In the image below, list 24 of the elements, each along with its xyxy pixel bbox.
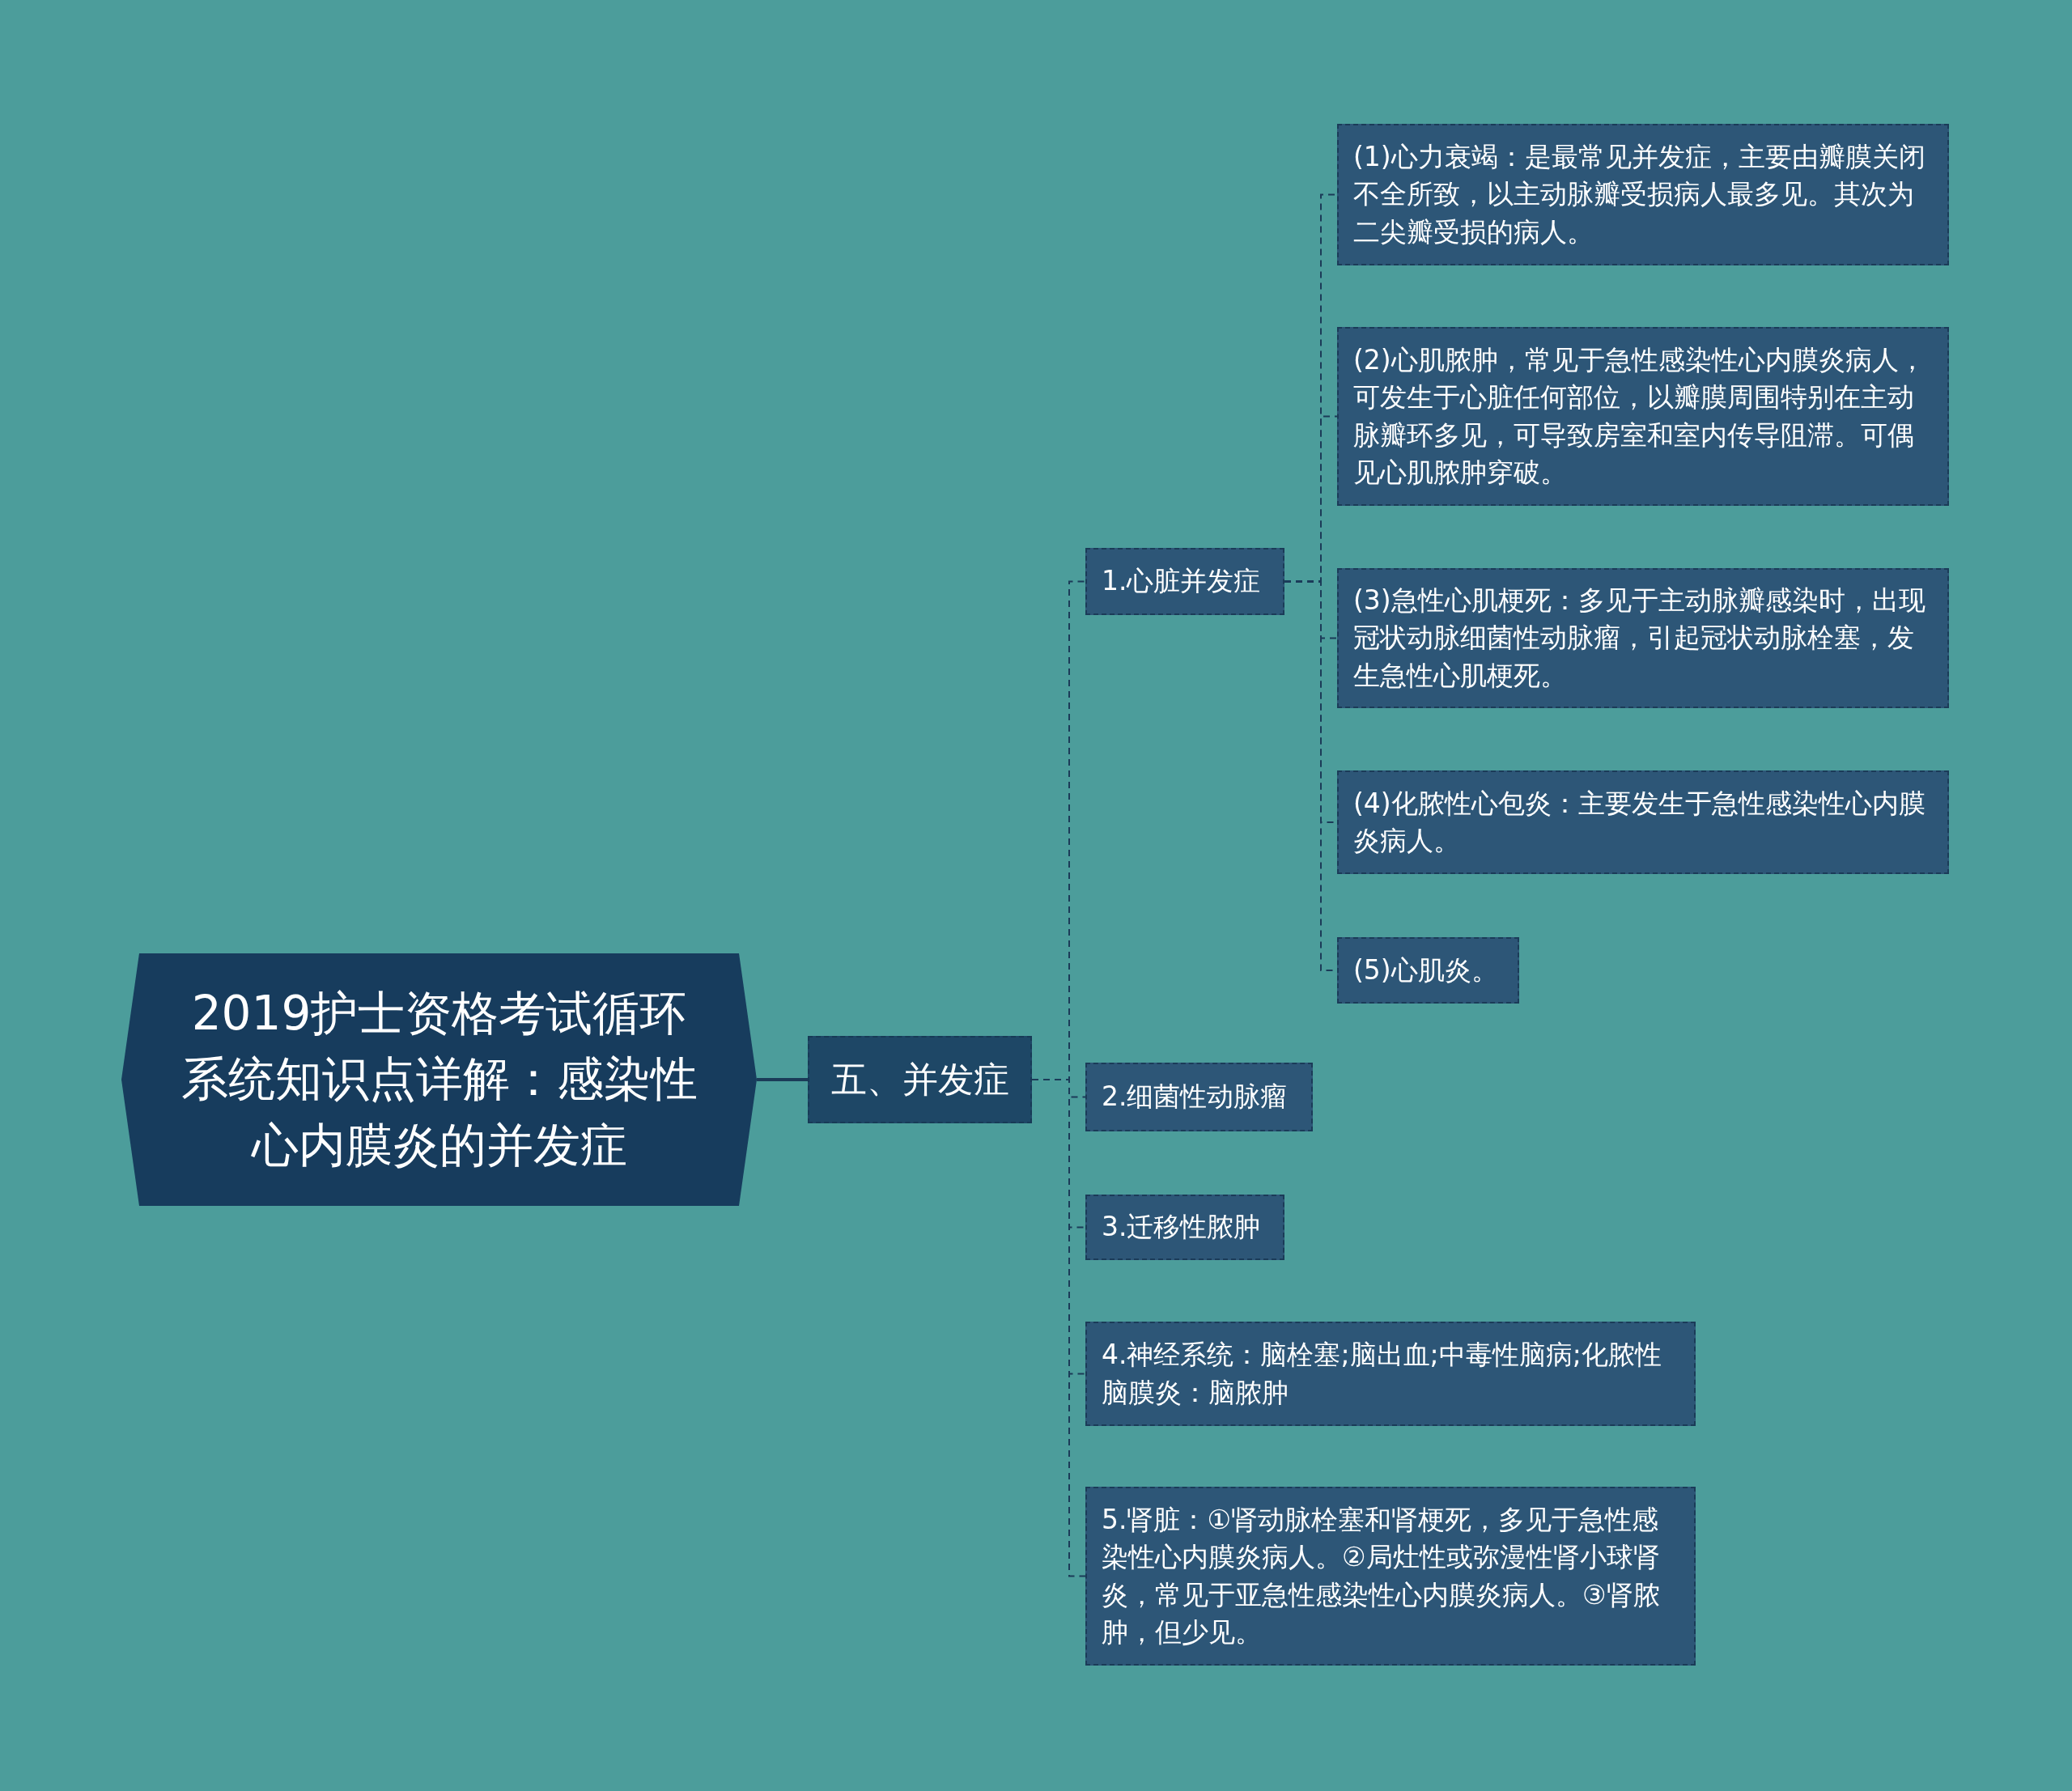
topic-box xyxy=(1085,1195,1284,1260)
topic-box xyxy=(1337,937,1519,1004)
topic-text: (2)心肌脓肿，常见于急性感染性心内膜炎病人，可发生于心脏任何部位，以瓣膜周围特别在主动脉瓣环多见，可导致房室和室内传导阻滞。可偶见心肌脓肿穿破。 xyxy=(1353,343,1926,490)
topic-text: (3)急性心肌梗死：多见于主动脉瓣感染时，出现冠状动脉细菌性动脉瘤，引起冠状动脉栓塞，发生急性心肌梗死。 xyxy=(1353,584,1926,693)
topic-text: 1.心脏并发症 xyxy=(1102,564,1261,599)
topic-box xyxy=(1337,327,1949,506)
topic-text: (1)心力衰竭：是最常见并发症，主要由瓣膜关闭不全所致，以主动脉瓣受损病人最多见。其次为二尖瓣受损的病人。 xyxy=(1353,140,1926,249)
topic-box xyxy=(1085,1322,1696,1426)
topic-text: 五、并发症 xyxy=(830,1057,1009,1101)
topic-box xyxy=(808,1036,1032,1123)
topic-text: (5)心肌炎。 xyxy=(1353,953,1498,987)
topic-text: 4.神经系统：脑栓塞;脑出血;中毒性脑病;化脓性脑膜炎：脑脓肿 xyxy=(1102,1338,1662,1410)
topic-text: (4)化脓性心包炎：主要发生于急性感染性心内膜炎病人。 xyxy=(1353,786,1926,858)
topic-text: 2.细菌性动脉瘤 xyxy=(1102,1080,1288,1114)
topic-text: 5.肾脏：①肾动脉栓塞和肾梗死，多见于急性感染性心内膜炎病人。②局灶性或弥漫性肾小球肾炎，常见于亚急性感染性心内膜炎病人。③肾脓肿，但少见。 xyxy=(1102,1503,1661,1649)
topic-box xyxy=(1337,568,1949,708)
topic-text: 3.迁移性脓肿 xyxy=(1102,1210,1261,1245)
title-text: 2019护士资格考试循环系统知识点详解：感染性心内膜炎的并发症 xyxy=(180,985,698,1174)
topic-box xyxy=(1085,548,1284,615)
connector-line xyxy=(757,1078,808,1081)
topic-box xyxy=(1337,124,1949,265)
topic-box xyxy=(1337,770,1949,874)
topic-box xyxy=(1085,1063,1313,1131)
topic-box xyxy=(1085,1487,1696,1666)
